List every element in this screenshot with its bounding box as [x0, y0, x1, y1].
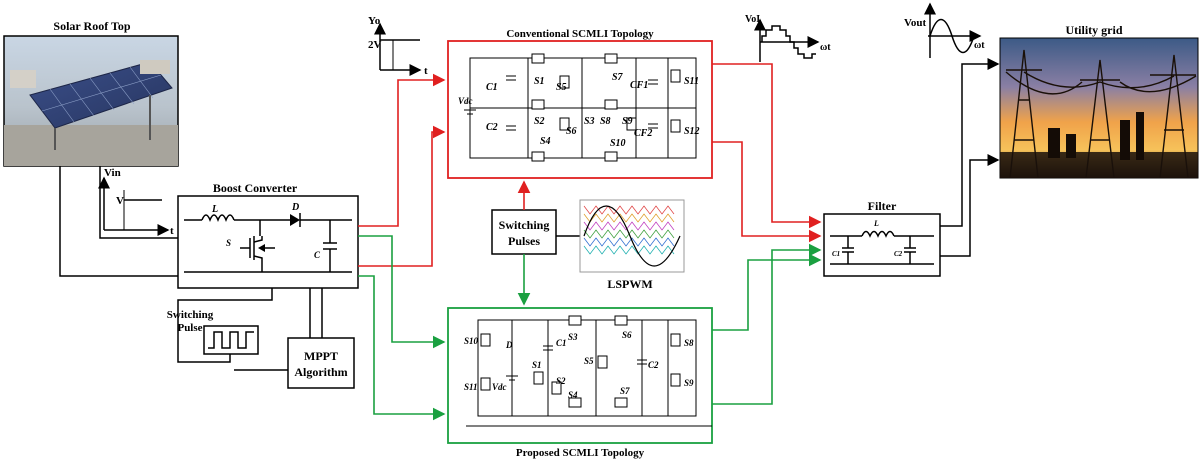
boost-converter-box: [177, 195, 359, 289]
prop-s10: S10: [464, 336, 479, 346]
conv-s3: S3: [584, 116, 595, 127]
conv-vdc: Vdc: [458, 96, 473, 106]
prop-s3: S3: [568, 332, 578, 342]
yo-label: Yo: [368, 15, 381, 27]
boost-to-conventional-red-1: [358, 73, 446, 227]
conventional-scmli-box: [447, 40, 713, 179]
conv-s7: S7: [612, 72, 624, 83]
boost-c-label: C: [314, 250, 321, 260]
lspwm-plot: [579, 199, 685, 273]
pulse-waveform: [208, 331, 254, 349]
solar-to-boost-wire-2: [99, 166, 178, 239]
prop-s2: S2: [556, 376, 566, 386]
boost-to-proposed-green-2: [358, 275, 446, 421]
conv-cf1: CF1: [630, 80, 648, 91]
conv-c1: C1: [486, 82, 498, 93]
prop-s8: S8: [684, 338, 694, 348]
proposed-switches: [480, 315, 681, 408]
conv-s11: S11: [684, 76, 699, 87]
vout-waveform: [924, 2, 982, 58]
filter-box: [823, 213, 941, 277]
proposed-title: Proposed SCMLI Topology: [516, 447, 645, 459]
filter-c2-label: C2: [894, 250, 903, 258]
prop-s7: S7: [620, 386, 630, 396]
proposed-to-filter-green-1: [712, 253, 822, 331]
conventional-switches: [531, 53, 681, 162]
vin-label: Vin: [104, 167, 121, 179]
switching-pulses-label-2: Pulses: [508, 234, 540, 248]
mppt-wiring: [177, 288, 323, 371]
solar-to-boost-wire-1: [59, 166, 178, 277]
filter-c1-label: C1: [832, 250, 840, 258]
mppt-box: [287, 337, 355, 389]
boost-s-label: S: [226, 238, 231, 248]
solar-roof-photo: [3, 35, 179, 167]
filter-to-grid-wire-2: [940, 154, 1000, 257]
boost-to-conventional-red-2: [358, 125, 446, 267]
proposed-circuit: [466, 319, 712, 427]
filter-l-label: L: [873, 219, 879, 228]
switching-pulses-label-1: Switching: [499, 218, 550, 232]
conv-s2: S2: [534, 116, 545, 127]
lspwm-label: LSPWM: [607, 277, 652, 291]
prop-c1: C1: [556, 338, 567, 348]
prop-d: D: [505, 340, 513, 350]
v-label: V: [116, 195, 124, 207]
filter-to-grid-wire-1: [940, 58, 1000, 227]
yo-waveform: [374, 22, 422, 76]
voi-label: VoI: [745, 14, 760, 25]
prop-s9: S9: [684, 378, 694, 388]
conv-s5: S5: [556, 82, 567, 93]
conv-s6: S6: [566, 126, 577, 137]
conv-s12: S12: [684, 126, 700, 137]
prop-s5: S5: [584, 356, 594, 366]
two-v-label: 2V: [368, 39, 382, 51]
prop-s11: S11: [464, 382, 478, 392]
solar-title: Solar Roof Top: [53, 19, 130, 33]
t-label: t: [170, 225, 174, 237]
vout-omega-label: ωt: [974, 40, 985, 51]
grid-title: Utility grid: [1066, 23, 1123, 37]
conventional-title: Conventional SCMLI Topology: [506, 28, 654, 40]
boost-to-proposed-green-1: [358, 235, 446, 349]
proposed-labels: S10 S11 D Vdc C1 S1 S2 S3 S4 S5 S6 S7 C2…: [464, 330, 694, 400]
switching-pulse-label-2: Pulse: [177, 322, 202, 334]
conv-s9: S9: [622, 116, 633, 127]
yo-t-label: t: [424, 65, 428, 77]
filter-title: Filter: [868, 199, 897, 213]
boost-converter-title: Boost Converter: [213, 181, 298, 195]
boost-d-label: D: [291, 202, 299, 213]
prop-c2: C2: [648, 360, 659, 370]
filter-circuit: [830, 230, 934, 265]
boost-l-label: L: [211, 204, 218, 215]
conv-c2: C2: [486, 122, 498, 133]
voi-omega-label: ωt: [820, 42, 831, 53]
proposed-to-filter-green-2: [712, 243, 822, 405]
mppt-label-1: MPPT: [304, 349, 338, 363]
boost-circuit: [184, 213, 352, 273]
prop-s4: S4: [568, 390, 578, 400]
conv-s8: S8: [600, 116, 611, 127]
conv-s10: S10: [610, 138, 626, 149]
conv-s4: S4: [540, 136, 551, 147]
voi-waveform: [754, 18, 820, 62]
conv-s1: S1: [534, 76, 545, 87]
conventional-circuit: [464, 57, 697, 159]
conventional-to-filter-red-2: [712, 141, 822, 243]
switching-pulse-box: [203, 325, 259, 355]
mppt-label-2: Algorithm: [294, 365, 347, 379]
switching-pulse-label-1: Switching: [167, 309, 214, 321]
prop-s1: S1: [532, 360, 542, 370]
conventional-labels: C1 C2 Vdc S1 S2 S3 S4 S5 S6 S7 S8 S9 S10…: [458, 72, 700, 149]
prop-vdc: Vdc: [492, 382, 507, 392]
prop-s6: S6: [622, 330, 632, 340]
conventional-to-filter-red-1: [712, 63, 822, 229]
utility-grid-photo: [999, 37, 1199, 179]
conv-cf2: CF2: [634, 128, 652, 139]
vout-label: Vout: [904, 17, 927, 29]
vin-waveform: [98, 176, 170, 236]
